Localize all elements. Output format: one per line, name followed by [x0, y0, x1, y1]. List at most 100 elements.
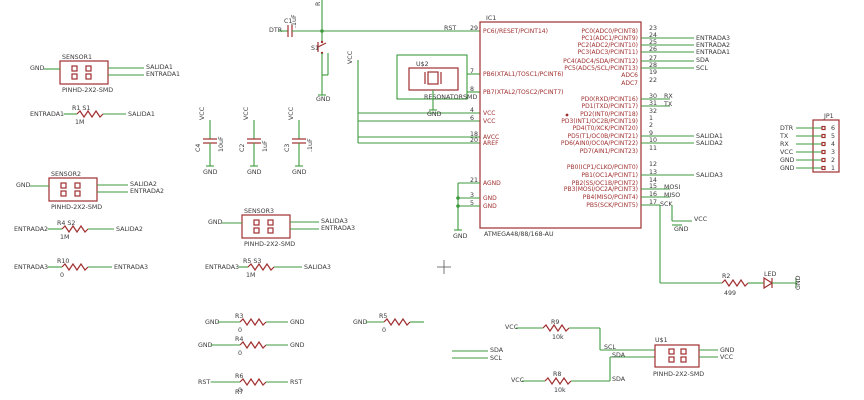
resistor-symbol: [61, 224, 89, 234]
cap-name: C3: [284, 144, 291, 152]
resistor-value: 0: [238, 350, 242, 357]
crosshair-cursor: [437, 260, 451, 274]
resistor-name: R4: [235, 336, 243, 343]
sensor-body: [48, 177, 98, 202]
cap-value: 10uF: [218, 136, 225, 152]
ic1-pin-label: PD3(INT1/OC2B/PCINT19): [561, 118, 638, 125]
jp1-pin: [821, 141, 826, 147]
r2-value: 499: [724, 290, 736, 297]
resistor-name: R6: [235, 373, 243, 380]
r8-value: 10k: [554, 387, 566, 394]
sensor-pin: [267, 219, 274, 226]
ic1-pin-label: GND: [483, 203, 497, 210]
cap-vcc-label: VCC: [288, 106, 295, 120]
ic1-pin-number: 19: [649, 69, 657, 76]
resistor-symbol: [239, 377, 267, 387]
jp1-net-label: VCC: [780, 149, 794, 156]
i2c-sda-conn: SDA: [612, 352, 626, 359]
resistor-left-net: ENTRADA1: [30, 111, 64, 118]
ic1-pin-number: 1: [649, 115, 653, 122]
sensor-package: PINHD-2X2-SMD: [62, 87, 113, 94]
u1-name: U$1: [655, 337, 668, 344]
net-rx: RX: [664, 93, 673, 100]
resonator-name: U$2: [416, 61, 429, 68]
ic-gnd-label: GND: [453, 233, 468, 240]
jp1-pin-number: 2: [831, 157, 835, 164]
resistor-value: 0: [238, 387, 242, 394]
ic1-pin-number: 31: [649, 100, 657, 107]
led-section: R2 499 LED GND: [721, 271, 802, 297]
sensor-pin: [60, 182, 67, 189]
sensor-pin: [60, 190, 67, 197]
ic1-pin-label: PC4(ADC4/SDA/PCINT12): [563, 58, 638, 65]
ic1-pin-label: GND: [483, 195, 497, 202]
ic1-pin-number: 17: [649, 199, 657, 206]
net-salida1: SALIDA1: [696, 133, 723, 140]
jp1-net-label: GND: [780, 165, 795, 172]
ic1-pin-number: 32: [649, 108, 657, 115]
ic1-right-pins: PC0(ADC0/PCINT8)23PC1(ADC1/PCINT9)24PC2(…: [561, 25, 657, 209]
ic1-pin-number: 2: [649, 122, 653, 129]
u1-gnd: GND: [720, 347, 735, 354]
jp1-pin-number: 1: [831, 165, 835, 172]
cap-name: C2: [239, 144, 246, 152]
ic-right-nets: ENTRADA3 ENTRADA2 ENTRADA1 SDA SCL RX TX…: [641, 35, 730, 284]
net-entrada3: ENTRADA3: [696, 35, 730, 42]
rst-net-label: RST: [444, 25, 456, 32]
sck-gnd-label: GND: [674, 226, 689, 233]
jp1-pin: [821, 125, 826, 131]
cap-gnd-label: GND: [203, 169, 218, 176]
net-entrada1: ENTRADA1: [696, 49, 730, 56]
c1-label: C1: [284, 18, 292, 25]
ic1-pin-label: PB6(XTAL1/TOSC1/PCINT6): [483, 71, 564, 78]
cap-value: .1uF: [307, 138, 314, 152]
cap-gnd-label: GND: [247, 169, 262, 176]
ic1-pin-label: AGND: [483, 180, 501, 187]
resistor-value: 0: [382, 327, 386, 334]
u1-vcc: VCC: [720, 354, 734, 361]
s1-label: S1: [311, 45, 319, 52]
sensor-name: SENSOR2: [51, 171, 81, 178]
ic1-pin-label: PD1(TXD/PCINT17): [581, 103, 638, 110]
net-sck: SCK: [660, 201, 673, 208]
sensor-gnd-label: GND: [16, 182, 31, 189]
ic1-pin-number: 10: [649, 137, 657, 144]
resistor-name: R5 S3: [243, 258, 261, 265]
ic1-pin-number: 12: [649, 161, 657, 168]
net-tx: TX: [663, 101, 673, 108]
jp1-pin: [821, 133, 826, 139]
ic1-pin-number: 28: [649, 62, 657, 69]
net-mosi: MOSI: [664, 184, 680, 191]
sensor-name: SENSOR1: [62, 54, 92, 61]
sensor-name: SENSOR3: [244, 208, 274, 215]
ic1-pin-label: PB1(OC1A/PCINT1): [581, 172, 638, 179]
cap-name: C4: [195, 144, 202, 152]
ic1-pin-label: PB4(MISO/PCINT4): [583, 194, 638, 201]
ic1-pin-label: VCC: [483, 110, 495, 117]
ic1-pin-number: 21: [470, 177, 478, 184]
resistor-right-net: RST: [290, 379, 302, 386]
resistor-right-net: ENTRADA3: [114, 264, 148, 271]
ic-ground: GND: [453, 182, 480, 240]
resistor-left-net: RST: [198, 379, 210, 386]
ic1-pin-number: 20: [470, 137, 478, 144]
ic1-pin-label: PB2(SS/OC1B/PCINT2): [572, 180, 638, 187]
jp1-pin: [821, 149, 826, 155]
ic1-pin-label: PD2(INT0/PCINT18): [580, 111, 638, 118]
resistor-right-net: GND: [290, 342, 305, 349]
ic1-pin-label: ADC7: [621, 80, 638, 87]
resistor-left-net: GND: [353, 319, 368, 326]
ic1-pin-label: PC0(ADC0/PCINT8): [581, 28, 638, 35]
cap-gnd-label: GND: [292, 169, 307, 176]
pin-dot: [565, 113, 569, 117]
ic1-pin-number: 13: [649, 169, 657, 176]
i2c-scl-r: SCL: [604, 344, 616, 351]
resistor-name: R5: [379, 313, 387, 320]
sensor-out2-label: ENTRADA1: [146, 71, 180, 78]
ic1-pin-number: 23: [649, 25, 657, 32]
i2c-sda-left: SDA: [490, 347, 504, 354]
ic1-pin-label: VCC: [483, 118, 495, 125]
resistor-left-net: ENTRADA3: [205, 264, 239, 271]
